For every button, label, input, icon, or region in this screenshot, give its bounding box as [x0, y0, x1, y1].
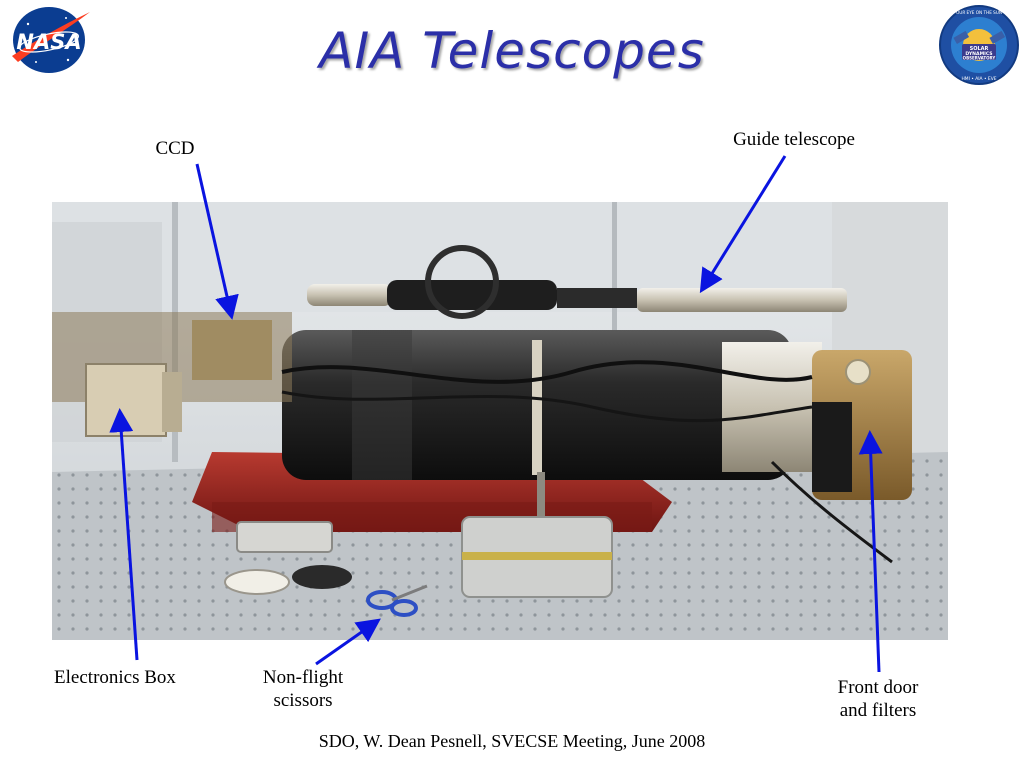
- sdo-logo-line1: SOLAR: [970, 46, 989, 52]
- sdo-logo-line2: DYNAMICS: [965, 51, 992, 57]
- label-scissors-line2: scissors: [273, 690, 333, 711]
- sdo-logo-line3: OBSERVATORY: [963, 56, 996, 61]
- sdo-logo: SOLAR DYNAMICS OBSERVATORY OUR EYE ON TH…: [939, 5, 1019, 85]
- slide-title: AIA Telescopes: [319, 22, 705, 80]
- sdo-logo-ring-top: OUR EYE ON THE SUN: [956, 10, 1002, 15]
- sdo-logo-ring-bottom: HMI • AIA • EVE: [961, 76, 996, 82]
- label-non-flight-scissors: Non-flight scissors: [238, 666, 368, 712]
- label-front-door-line2: and filters: [839, 700, 917, 721]
- label-front-door-line1: Front door: [837, 677, 919, 698]
- label-scissors-line1: Non-flight: [262, 667, 344, 688]
- label-guide-telescope: Guide telescope: [733, 129, 855, 150]
- nasa-logo-text: NASA: [16, 30, 81, 54]
- nasa-logo: NASA: [12, 7, 90, 73]
- label-front-door-and-filters: Front door and filters: [808, 676, 948, 722]
- slide-footer: SDO, W. Dean Pesnell, SVECSE Meeting, Ju…: [318, 731, 706, 751]
- label-electronics-box: Electronics Box: [54, 667, 176, 688]
- telescope-photo: [52, 202, 948, 640]
- label-ccd: CCD: [155, 138, 195, 159]
